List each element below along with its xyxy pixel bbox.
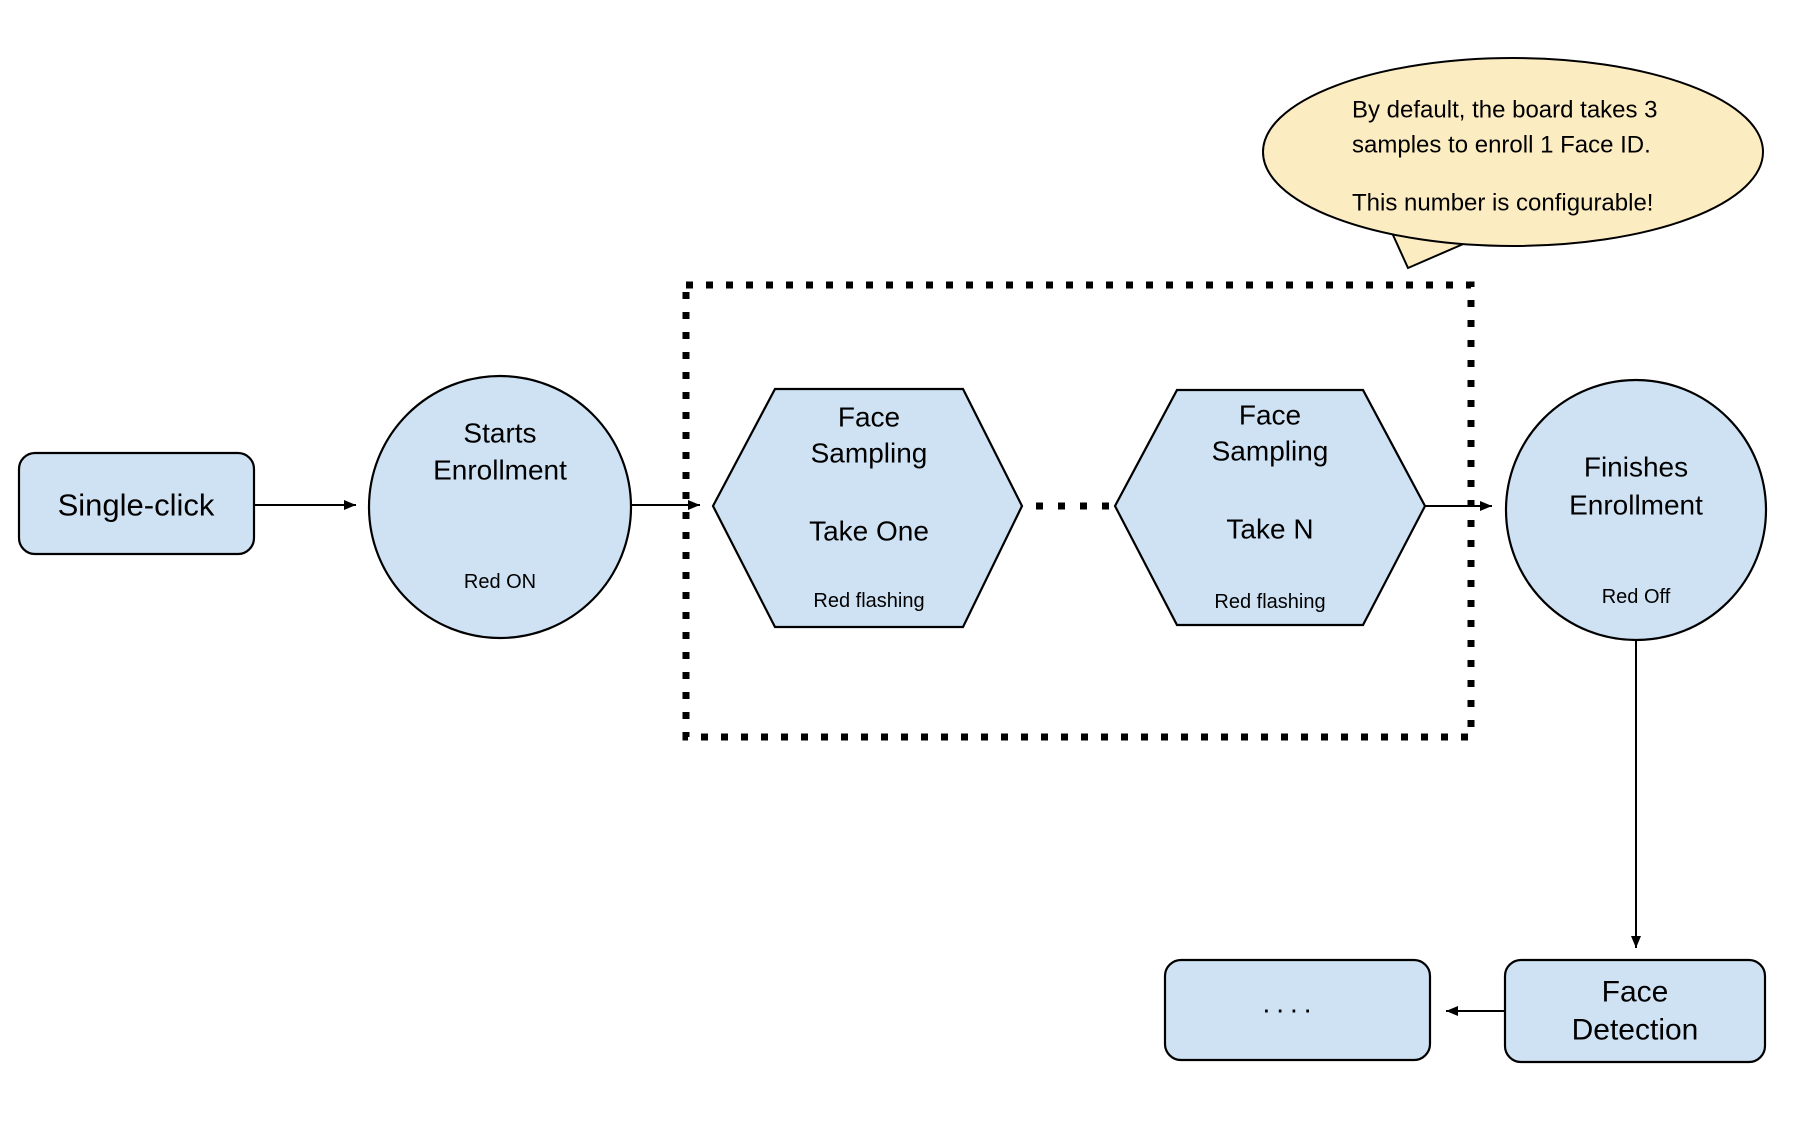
callout-line2: samples to enroll 1 Face ID. bbox=[1352, 132, 1651, 159]
starts-enrollment-status: Red ON bbox=[464, 571, 536, 593]
face-sampling-n-line1: Face bbox=[1239, 400, 1301, 431]
face-sampling-one-line2: Sampling bbox=[811, 438, 928, 469]
face-sampling-n-hexagon bbox=[1113, 388, 1427, 627]
continuation-label: .... bbox=[1262, 988, 1317, 1019]
callout-ellipse bbox=[1262, 57, 1764, 247]
face-sampling-one-take: Take One bbox=[809, 516, 929, 547]
node-starts-enrollment: Starts Enrollment Red ON bbox=[367, 374, 633, 640]
node-finishes-enrollment: Finishes Enrollment Red Off bbox=[1504, 378, 1768, 642]
node-continuation: .... bbox=[1163, 958, 1432, 1062]
face-detection-line2: Detection bbox=[1572, 1014, 1699, 1047]
callout-line1: By default, the board takes 3 bbox=[1352, 97, 1658, 124]
node-face-sampling-take-n: Face Sampling Take N Red flashing bbox=[1113, 388, 1427, 627]
face-sampling-n-take: Take N bbox=[1226, 514, 1313, 545]
face-sampling-n-line2: Sampling bbox=[1212, 436, 1329, 467]
face-sampling-n-status: Red flashing bbox=[1214, 591, 1325, 613]
face-detection-box bbox=[1503, 958, 1767, 1064]
callout-bubble: By default, the board takes 3 samples to… bbox=[1262, 57, 1764, 270]
face-sampling-one-line1: Face bbox=[838, 402, 900, 433]
finishes-enrollment-line2: Enrollment bbox=[1569, 490, 1703, 521]
single-click-label: Single-click bbox=[58, 488, 215, 523]
node-face-detection: Face Detection bbox=[1503, 958, 1767, 1064]
starts-enrollment-line1: Starts bbox=[463, 418, 536, 449]
finishes-enrollment-circle bbox=[1504, 378, 1768, 642]
callout-line3: This number is configurable! bbox=[1352, 190, 1653, 217]
node-single-click: Single-click bbox=[17, 451, 256, 556]
node-face-sampling-take-one: Face Sampling Take One Red flashing bbox=[711, 387, 1024, 629]
starts-enrollment-circle bbox=[367, 374, 633, 640]
starts-enrollment-line2: Enrollment bbox=[433, 455, 567, 486]
single-click-box bbox=[17, 451, 256, 556]
face-detection-line1: Face bbox=[1602, 976, 1669, 1009]
face-sampling-one-hexagon bbox=[711, 387, 1024, 629]
finishes-enrollment-status: Red Off bbox=[1602, 586, 1671, 608]
face-sampling-one-status: Red flashing bbox=[813, 590, 924, 612]
continuation-box bbox=[1163, 958, 1432, 1062]
finishes-enrollment-line1: Finishes bbox=[1584, 452, 1688, 483]
